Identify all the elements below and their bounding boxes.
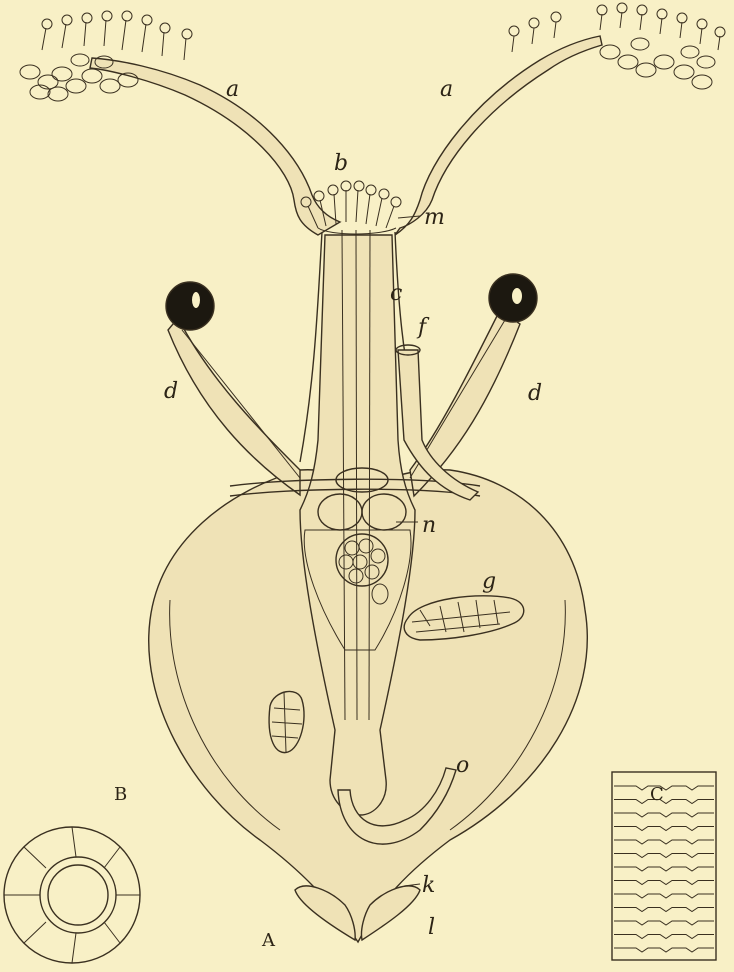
knob-right-4 [597,5,607,15]
striation-line [614,921,714,925]
crown-bud-3 [328,185,338,195]
bud-right-1 [600,45,620,59]
label-o: o [456,753,469,778]
crown-bud-7 [379,189,389,199]
knob-right-7 [657,9,667,19]
label-a-left: a [226,77,239,102]
bud-right-7 [681,46,699,58]
stalks-left [42,20,186,60]
bud-left-6 [66,79,86,93]
knob-right-1 [509,26,519,36]
striation-line [614,840,714,844]
eye-left-highlight [192,292,200,308]
bud-left-4 [52,67,72,81]
bud-left-5 [48,87,68,101]
label-k: k [422,873,435,898]
bud-right-2 [618,55,638,69]
knob-right-9 [697,19,707,29]
inset-c-striations [612,772,716,960]
bud-right-5 [674,65,694,79]
label-d-left: d [164,379,178,404]
striation-line [614,867,714,871]
striation-frame [612,772,716,960]
label-c: c [390,281,402,306]
striation-line [614,813,714,817]
bud-right-4 [654,55,674,69]
label-g: g [482,569,496,594]
crown-bud-4 [341,181,351,191]
knob-right-5 [617,3,627,13]
knob-left-2 [62,15,72,25]
knob-right-10 [715,27,725,37]
bud-left-1 [20,65,40,79]
knob-right-8 [677,13,687,23]
crown-bud-6 [366,185,376,195]
striation-line [614,881,714,885]
striation-line [614,827,714,831]
knob-right-3 [551,12,561,22]
bud-right-6 [692,75,712,89]
cross-section-radials [4,827,140,963]
label-m: m [424,205,445,230]
knob-left-4 [102,11,112,21]
bud-right-8 [697,56,715,68]
crown-bud-5 [354,181,364,191]
arm-tip-cluster-right [509,3,725,89]
label-l: l [428,915,435,940]
eye-right-highlight [512,288,522,304]
bud-right-3 [636,63,656,77]
eye-stalk-left-tube [168,318,300,495]
knob-right-6 [637,5,647,15]
crown-bud-2 [314,191,324,201]
striation-line [614,908,714,912]
crown-bud-8 [391,197,401,207]
striation-line [614,948,714,952]
striation-line [614,854,714,858]
caption-b: B [114,784,127,805]
eye-stalk-left [166,282,300,495]
cross-section-inner [48,865,108,925]
eye-left [166,282,214,330]
label-n: n [422,513,436,538]
bud-left-8 [100,79,120,93]
crown-cup [318,228,396,234]
arm-left [90,58,340,235]
caption-c: C [650,784,664,805]
striation-line [614,894,714,898]
knob-left-6 [142,15,152,25]
striation-line [614,800,714,804]
inset-b-cross-section [4,827,140,963]
label-a-right: a [440,77,453,102]
cross-section-ring [40,857,116,933]
bud-right-9 [631,38,649,50]
caption-a: A [261,930,276,951]
label-d-right: d [528,381,542,406]
knob-left-7 [160,23,170,33]
label-b: b [334,151,348,176]
striation-lines [614,786,714,952]
knob-left-3 [82,13,92,23]
knob-left-5 [122,11,132,21]
label-f: f [416,315,430,340]
bud-left-7 [82,69,102,83]
striation-line [614,786,714,790]
knob-left-8 [182,29,192,39]
eye-stalk-left-line [182,330,300,478]
bud-left-10 [71,54,89,66]
striation-line [614,935,714,939]
bud-left-3 [30,85,50,99]
knob-left-1 [42,19,52,29]
knob-right-2 [529,18,539,28]
